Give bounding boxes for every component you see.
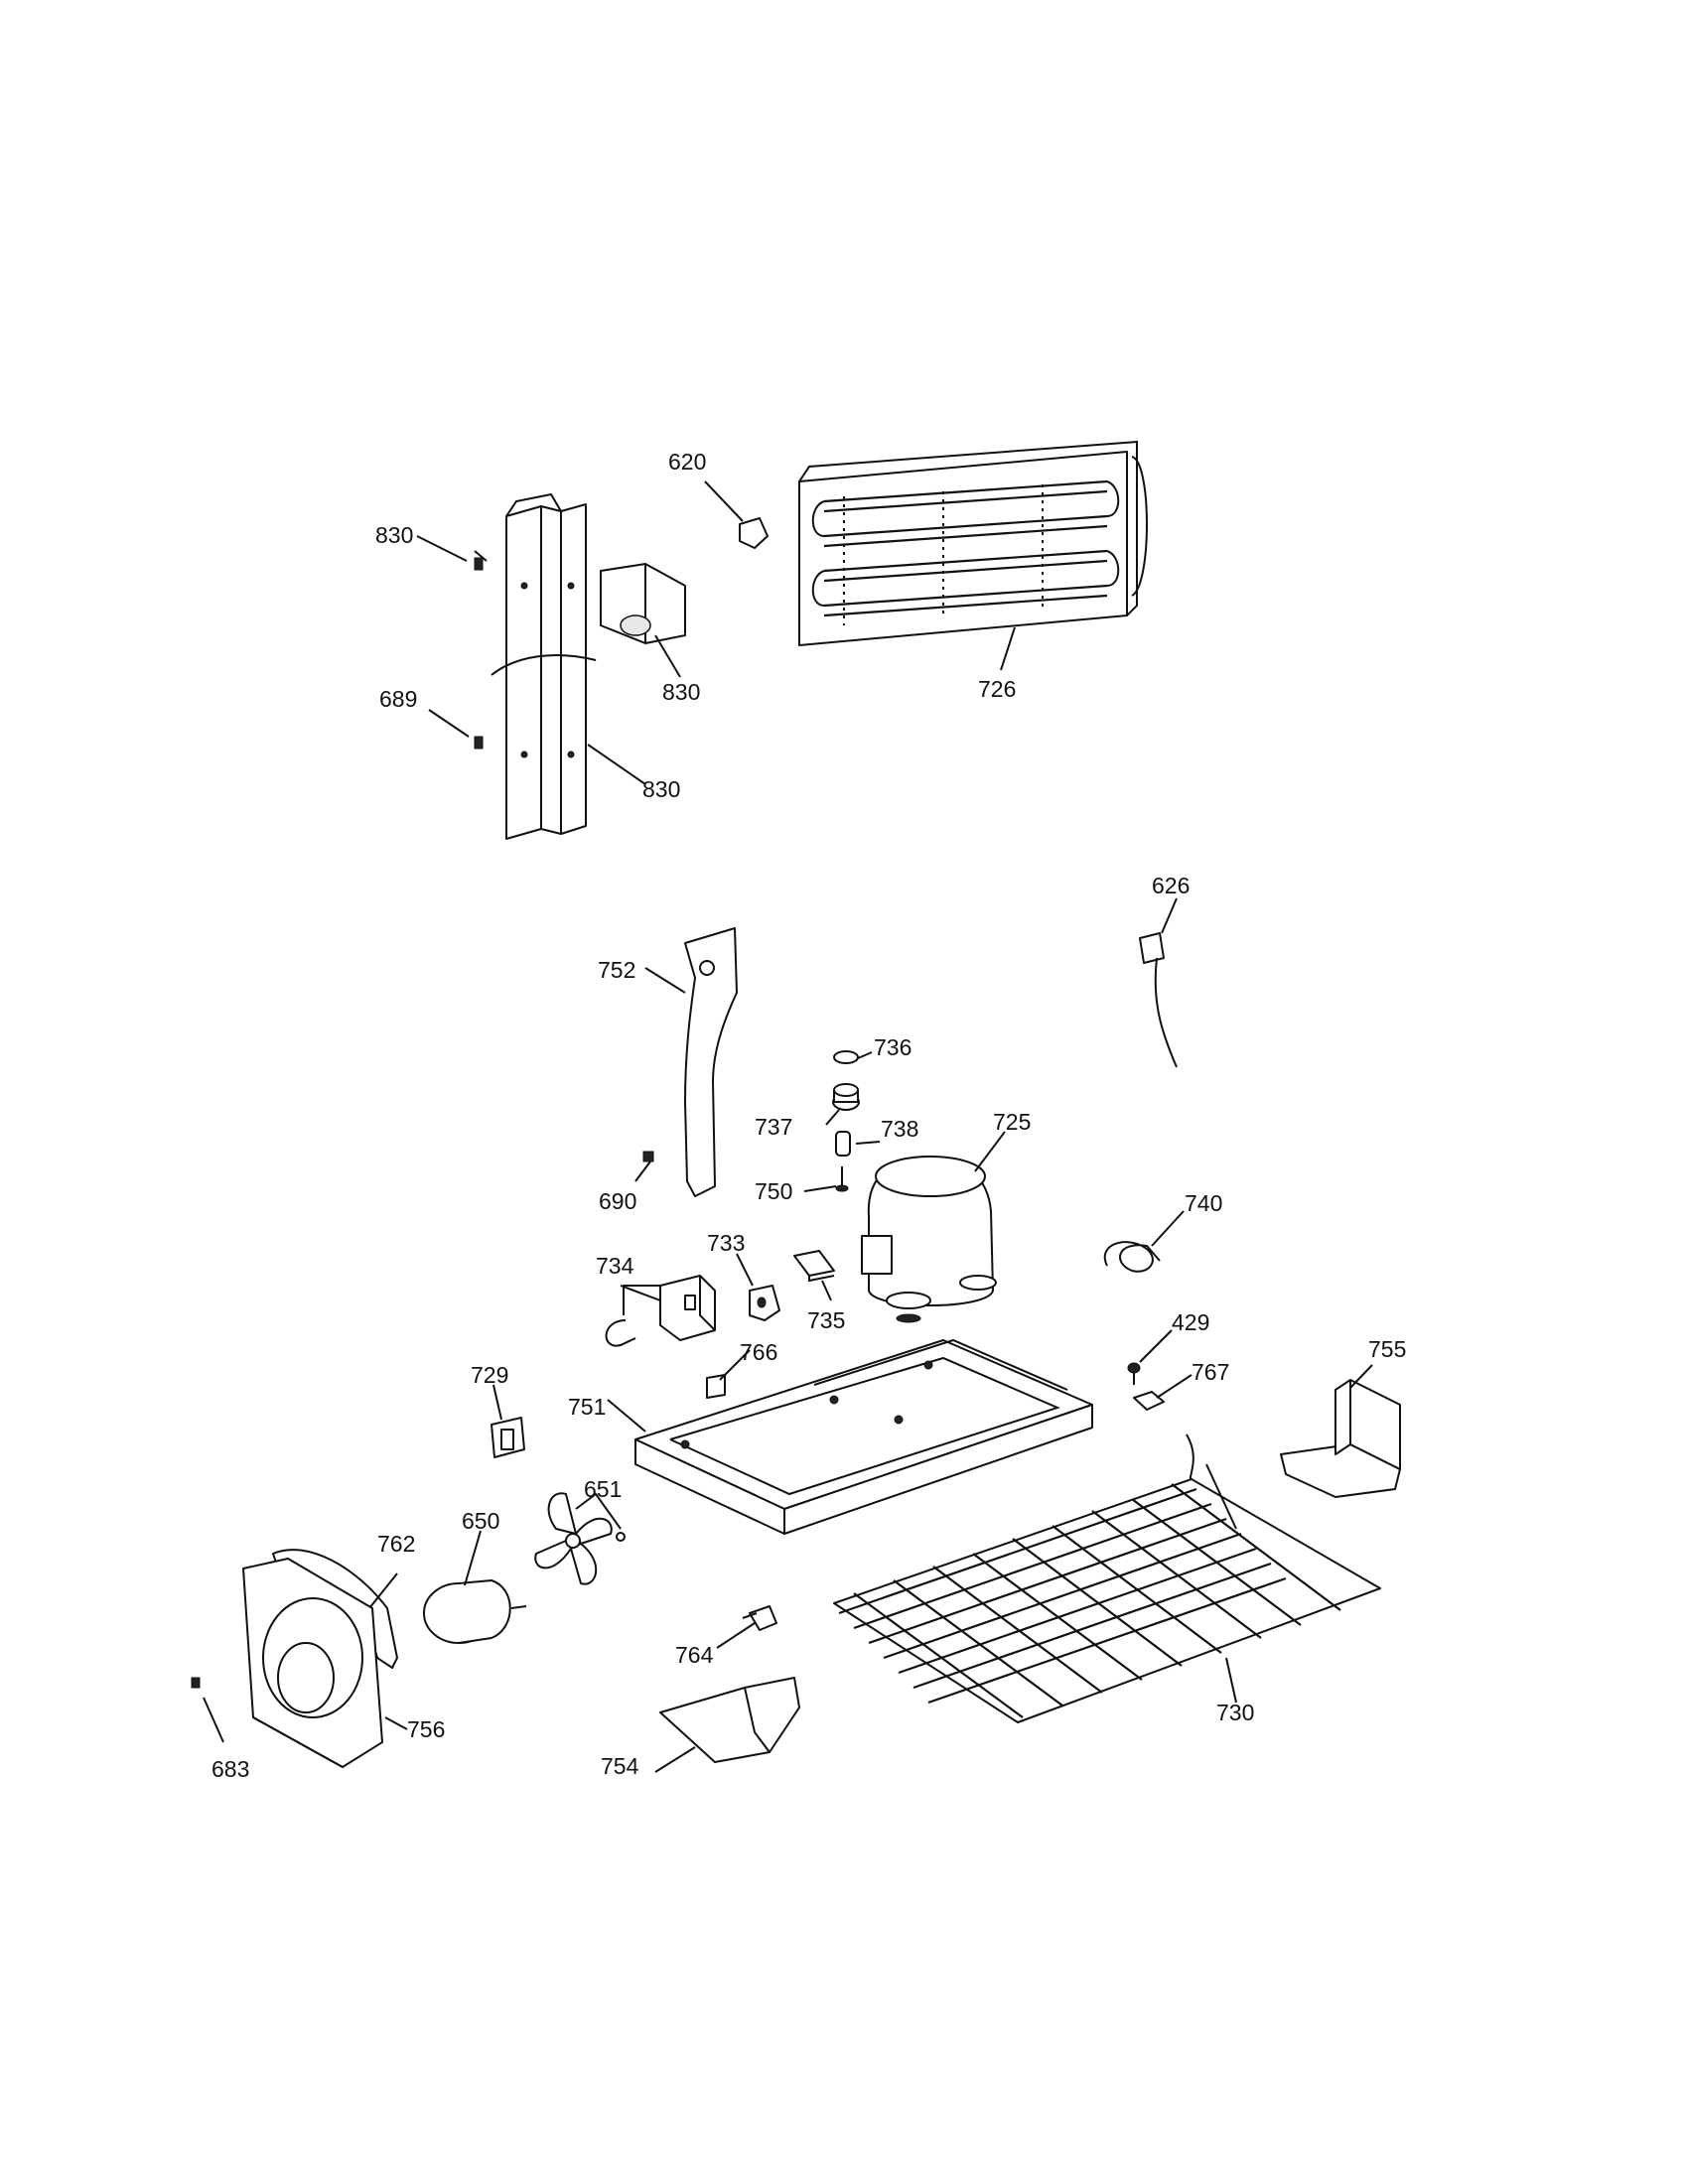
base-pan-part bbox=[634, 1338, 1093, 1535]
clip-734-part bbox=[605, 1319, 636, 1347]
screw-689-part bbox=[474, 736, 484, 750]
support-755-part bbox=[1280, 1379, 1401, 1498]
label-766: 766 bbox=[740, 1339, 777, 1365]
label-726: 726 bbox=[978, 676, 1016, 702]
label-756: 756 bbox=[407, 1716, 445, 1742]
fan-motor-part bbox=[423, 1579, 527, 1644]
label-729: 729 bbox=[471, 1362, 508, 1388]
bracket-735-part bbox=[793, 1250, 835, 1283]
clip-767-part bbox=[1133, 1391, 1165, 1411]
relay-729-part bbox=[491, 1417, 525, 1458]
label-738: 738 bbox=[881, 1116, 918, 1142]
label-736: 736 bbox=[874, 1034, 912, 1060]
screw-830-part bbox=[474, 550, 488, 571]
label-830-top: 830 bbox=[375, 522, 413, 548]
label-735: 735 bbox=[807, 1307, 845, 1333]
part-labels: 830 830 830 689 620 726 626 752 736 737 … bbox=[211, 449, 1406, 1782]
clip-620-part bbox=[739, 517, 769, 549]
screw-429-part bbox=[1127, 1362, 1141, 1385]
overload-734-part bbox=[659, 1275, 716, 1341]
fan-shroud-part bbox=[242, 1558, 383, 1768]
trough-754-part bbox=[659, 1677, 800, 1763]
label-752: 752 bbox=[598, 957, 635, 983]
screw-690-part bbox=[642, 1151, 654, 1162]
harness-740-part bbox=[1103, 1241, 1161, 1273]
compressor-part bbox=[861, 1156, 997, 1323]
label-620: 620 bbox=[668, 449, 706, 475]
label-751: 751 bbox=[568, 1394, 606, 1420]
label-734: 734 bbox=[596, 1253, 634, 1279]
clip-766-part bbox=[706, 1374, 726, 1399]
label-725: 725 bbox=[993, 1109, 1031, 1135]
relay-733-part bbox=[749, 1285, 780, 1321]
label-650: 650 bbox=[462, 1508, 499, 1534]
label-754: 754 bbox=[601, 1753, 639, 1779]
fan-blade-part bbox=[534, 1492, 626, 1585]
label-690: 690 bbox=[599, 1188, 636, 1214]
screw-683-part bbox=[191, 1677, 201, 1689]
condenser-coil-part bbox=[798, 440, 1148, 646]
grommet-736-part bbox=[833, 1050, 859, 1064]
label-750: 750 bbox=[755, 1178, 792, 1204]
label-683: 683 bbox=[211, 1756, 249, 1782]
label-626: 626 bbox=[1152, 873, 1190, 898]
label-762: 762 bbox=[377, 1531, 415, 1557]
sleeve-738-part bbox=[835, 1131, 851, 1157]
condenser-grid-part bbox=[833, 1433, 1381, 1723]
label-733: 733 bbox=[707, 1230, 745, 1256]
label-689: 689 bbox=[379, 686, 417, 712]
clip-764-part bbox=[742, 1605, 777, 1631]
label-764: 764 bbox=[675, 1642, 714, 1668]
bolt-750-part bbox=[835, 1166, 849, 1192]
label-830-rail: 830 bbox=[642, 776, 680, 802]
power-cord-part bbox=[1139, 932, 1178, 1068]
grommet-737-part bbox=[832, 1083, 860, 1111]
label-830-bracket: 830 bbox=[662, 679, 700, 705]
mount-bracket-752-part bbox=[684, 927, 738, 1197]
label-755: 755 bbox=[1368, 1336, 1406, 1362]
label-730: 730 bbox=[1216, 1700, 1254, 1725]
label-737: 737 bbox=[755, 1114, 792, 1140]
label-651: 651 bbox=[584, 1476, 622, 1502]
label-740: 740 bbox=[1185, 1190, 1222, 1216]
label-767: 767 bbox=[1192, 1359, 1229, 1385]
label-429: 429 bbox=[1172, 1309, 1209, 1335]
side-rail-part bbox=[491, 492, 597, 840]
bracket-830-part bbox=[600, 563, 686, 644]
